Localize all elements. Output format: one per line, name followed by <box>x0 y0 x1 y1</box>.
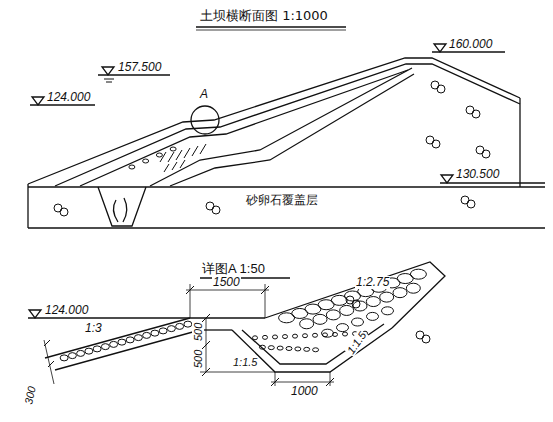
stone <box>167 326 175 332</box>
stone <box>156 153 162 157</box>
gravel-mark <box>432 140 440 148</box>
dimension: 1000 <box>290 385 319 398</box>
stone <box>159 328 167 334</box>
elevation-mark: 160.000 <box>448 38 493 51</box>
gravel-mark <box>422 335 430 343</box>
stone <box>110 341 118 347</box>
stone <box>60 355 68 361</box>
stone <box>406 283 420 293</box>
stone <box>129 165 135 169</box>
stone <box>313 314 327 324</box>
stone <box>340 305 354 315</box>
stone <box>293 334 298 338</box>
drawing-title: 土坝横断面图 1:1000 <box>200 9 328 23</box>
stone <box>343 332 348 336</box>
stone <box>170 147 176 151</box>
dimension: 300 <box>22 384 38 406</box>
stone <box>337 324 349 332</box>
gravel-mark <box>467 200 475 208</box>
gravel-mark <box>466 106 474 114</box>
gravel-mark <box>437 85 445 93</box>
stone <box>184 321 192 327</box>
stone <box>300 319 314 329</box>
gravel-mark <box>212 206 220 214</box>
stone <box>143 159 149 163</box>
stone <box>126 337 134 343</box>
stone <box>77 350 85 356</box>
gravel-mark <box>431 81 439 89</box>
gravel-mark <box>60 208 68 216</box>
slope-ratio: 1:2.75 <box>355 276 390 289</box>
stone <box>410 269 426 279</box>
stone <box>118 339 126 345</box>
stone <box>273 335 278 339</box>
elevation-mark: 124.000 <box>46 91 91 104</box>
elevation-mark: 124.000 <box>44 304 89 317</box>
slope-ratio: 1:1.5 <box>232 356 258 368</box>
gravel-mark <box>416 331 424 339</box>
stone <box>382 307 394 315</box>
gravel-mark <box>346 296 354 304</box>
stone <box>380 292 394 302</box>
stone <box>286 347 292 351</box>
stone <box>393 288 407 298</box>
stone <box>263 335 268 339</box>
dimension: 500 <box>192 349 204 369</box>
gravel-mark <box>476 146 484 154</box>
gravel-mark <box>461 196 469 204</box>
stone <box>313 333 318 337</box>
stone <box>68 353 76 359</box>
stone <box>283 335 288 339</box>
stone <box>367 312 379 320</box>
stone <box>259 345 265 349</box>
stone <box>134 335 142 341</box>
stone <box>253 336 258 340</box>
stone <box>353 301 367 311</box>
layer-name: 砂卵石覆盖层 <box>245 194 319 207</box>
stone <box>304 347 310 351</box>
stone <box>85 348 93 354</box>
slope-ratio: 1:3 <box>84 322 103 335</box>
stone <box>295 347 301 351</box>
stone <box>277 346 283 350</box>
detail-callout: A <box>199 88 209 101</box>
stone <box>143 332 151 338</box>
stone <box>101 344 109 350</box>
stone <box>93 346 101 352</box>
stone <box>322 329 334 337</box>
stone <box>352 318 364 326</box>
dimension: 1500 <box>212 276 241 289</box>
gravel-mark <box>482 150 490 158</box>
detail-title: 详图A 1:50 <box>201 262 266 276</box>
dimension: 500 <box>192 322 204 342</box>
gravel-mark <box>54 204 62 212</box>
stone <box>313 348 319 352</box>
slope-ratio: 1:1.5 <box>344 328 369 357</box>
stone <box>303 334 308 338</box>
stone <box>176 323 184 329</box>
stone <box>366 297 380 307</box>
gravel-mark <box>352 300 360 308</box>
elevation-mark: 157.500 <box>117 61 162 74</box>
elevation-mark: 130.500 <box>455 168 500 181</box>
stone <box>151 330 159 336</box>
stone <box>323 333 328 337</box>
gravel-mark <box>472 110 480 118</box>
stone <box>268 346 274 350</box>
stone <box>326 310 340 320</box>
stone <box>333 332 338 336</box>
gravel-mark <box>206 202 214 210</box>
gravel-mark <box>426 136 434 144</box>
